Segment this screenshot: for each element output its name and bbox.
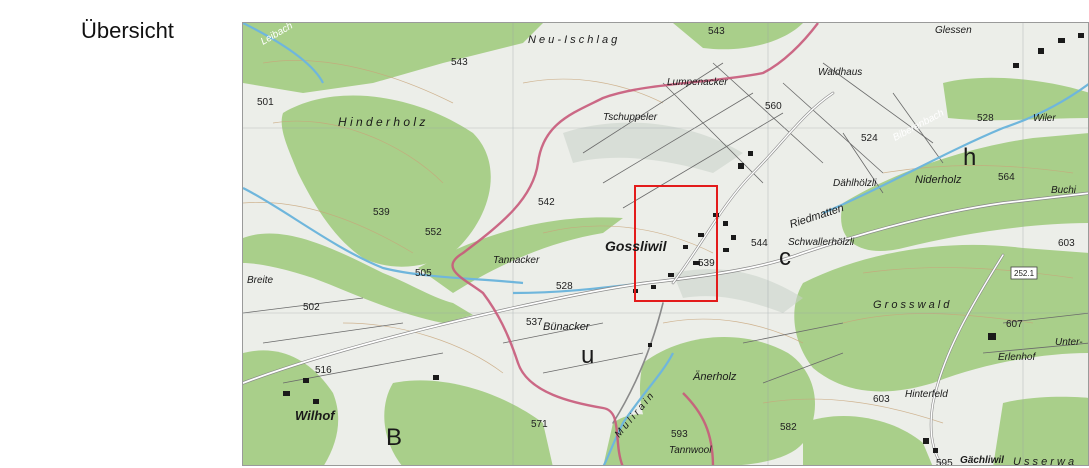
map-letter-b: B [386,424,402,451]
elevation-539-village: 539 [698,258,715,269]
elevation-501: 501 [257,97,274,108]
place-label-dahlhoelzli: Dählhölzli [833,178,877,189]
roads [243,91,1088,465]
elevation-595: 595 [936,458,953,466]
elevation-543-west: 543 [451,57,468,68]
elevation-516: 516 [315,365,332,376]
place-label-tannacker: Tannacker [493,255,540,266]
road-number-label: 252.1 [1014,269,1035,278]
region-label-usserwald: U s s e r w a [1013,456,1074,466]
elevation-582: 582 [780,422,797,433]
place-label-gossliwil: Gossliwil [605,238,668,254]
place-label-buenacker: Bünacker [543,321,591,333]
map-letter-c: c [779,244,791,271]
place-label-gaechliwil: Gächliwil [960,455,1004,466]
elevation-593: 593 [671,429,688,440]
place-label-schwallerhoelzli: Schwallerhölzli [788,237,855,248]
municipal-boundary [451,23,819,465]
place-label-breite: Breite [247,275,274,286]
elevation-labels: 543 543 501 560 524 528 564 539 552 542 … [257,26,1075,466]
place-label-wiler: Wiler [1033,113,1056,124]
elevation-564: 564 [998,172,1015,183]
location-marker [634,185,718,302]
place-label-tschuppeler: Tschuppeler [603,112,658,123]
elevation-607: 607 [1006,319,1023,330]
page-title: Übersicht [81,18,174,43]
elevation-603-east: 603 [1058,238,1075,249]
place-label-anerholz: Änerholz [692,371,737,383]
region-label-neu-ischlag: N e u - I s c h l a g [528,34,618,46]
topographic-map[interactable]: Leibach Biberenbach N e u - I s c h l a … [242,22,1089,466]
hillshade [563,122,803,313]
forest-areas [243,23,1088,465]
elevation-560: 560 [765,101,782,112]
place-label-glessen: Glessen [935,25,972,36]
grid-lines [243,23,1088,465]
elevation-539-west: 539 [373,207,390,218]
place-label-unter: Unter- [1055,337,1083,348]
place-label-lumpenacker: Lumpenacker [667,77,728,88]
place-label-wilhof: Wilhof [295,408,336,423]
place-label-erlenhof: Erlenhof [998,352,1036,363]
elevation-524: 524 [861,133,878,144]
elevation-603-south: 603 [873,394,890,405]
road-number-sign [1010,266,1038,280]
contour-lines [243,60,1074,424]
map-letter-h: h [963,144,976,171]
elevation-544: 544 [751,238,768,249]
elevation-552: 552 [425,227,442,238]
place-label-waldhaus: Waldhaus [818,67,862,78]
elevation-528-east: 528 [977,113,994,124]
place-label-hinterfeld: Hinterfeld [905,389,948,400]
elevation-528-village: 528 [556,281,573,292]
elevation-502: 502 [303,302,320,313]
place-label-buchi: Buchi [1051,185,1077,196]
streams [243,23,1088,465]
region-label-hinderholz: H i n d e r h o l z [338,115,425,129]
region-label-grosswald: G r o s s w a l d [873,299,950,311]
buildings [283,33,1084,453]
map-letter-u: u [581,342,594,369]
elevation-537: 537 [526,317,543,328]
elevation-571: 571 [531,419,548,430]
elevation-542: 542 [538,197,555,208]
place-label-niderholz: Niderholz [915,174,962,186]
place-label-tannwool: Tannwool [669,445,712,456]
elevation-543-north: 543 [708,26,725,37]
elevation-505: 505 [415,268,432,279]
